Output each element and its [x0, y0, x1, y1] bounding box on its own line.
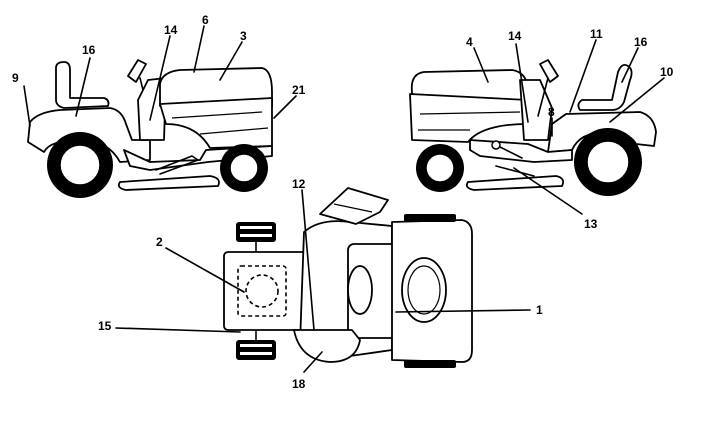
top-deck-lower-lobe: [293, 329, 361, 363]
right-steering-wheel: [539, 59, 559, 83]
callout-3: 3: [240, 29, 247, 43]
right-front-grille: [409, 93, 529, 143]
tractor-right-side-view: [409, 59, 657, 196]
right-mower-deck: [465, 175, 565, 191]
left-steering-wheel: [127, 59, 147, 83]
left-front-grille: [159, 97, 273, 149]
right-steering-column: [537, 77, 549, 117]
right-seat: [577, 63, 633, 111]
callout-18: 18: [292, 377, 306, 391]
callout-10: 10: [660, 65, 674, 79]
top-seat: [401, 257, 447, 323]
callout-15: 15: [98, 319, 112, 333]
callout-6: 6: [202, 13, 209, 27]
left-seat: [55, 61, 110, 109]
callout-8: 8: [548, 105, 555, 119]
leader-lines: [23, 25, 665, 373]
callout-labels: 9 16 14 6 3 21 4 14 11 16 10 8 13 12 2 1…: [12, 13, 674, 391]
top-rear-tire-lower: [404, 360, 456, 368]
top-front-tire-lower: [236, 340, 276, 360]
callout-16-right: 16: [634, 35, 648, 49]
top-front-tire-upper: [236, 222, 276, 242]
callout-21: 21: [292, 83, 306, 97]
left-hood: [159, 67, 273, 107]
callout-9-left: 9: [12, 71, 19, 85]
top-discharge-chute: [319, 187, 389, 225]
top-engine-outline: [237, 265, 287, 317]
callout-12: 12: [292, 177, 306, 191]
callout-1: 1: [536, 303, 543, 317]
callout-13: 13: [584, 217, 598, 231]
left-mower-deck: [117, 175, 220, 191]
callout-2: 2: [156, 235, 163, 249]
callout-11: 11: [590, 27, 603, 41]
tractor-left-side-view: [27, 59, 273, 198]
tractor-top-view: [223, 187, 473, 368]
callout-4: 4: [466, 35, 473, 49]
callout-14-left: 14: [164, 23, 178, 37]
top-rear-tire-upper: [404, 214, 456, 222]
callout-14-right: 14: [508, 29, 522, 43]
callout-16-left: 16: [82, 43, 96, 57]
